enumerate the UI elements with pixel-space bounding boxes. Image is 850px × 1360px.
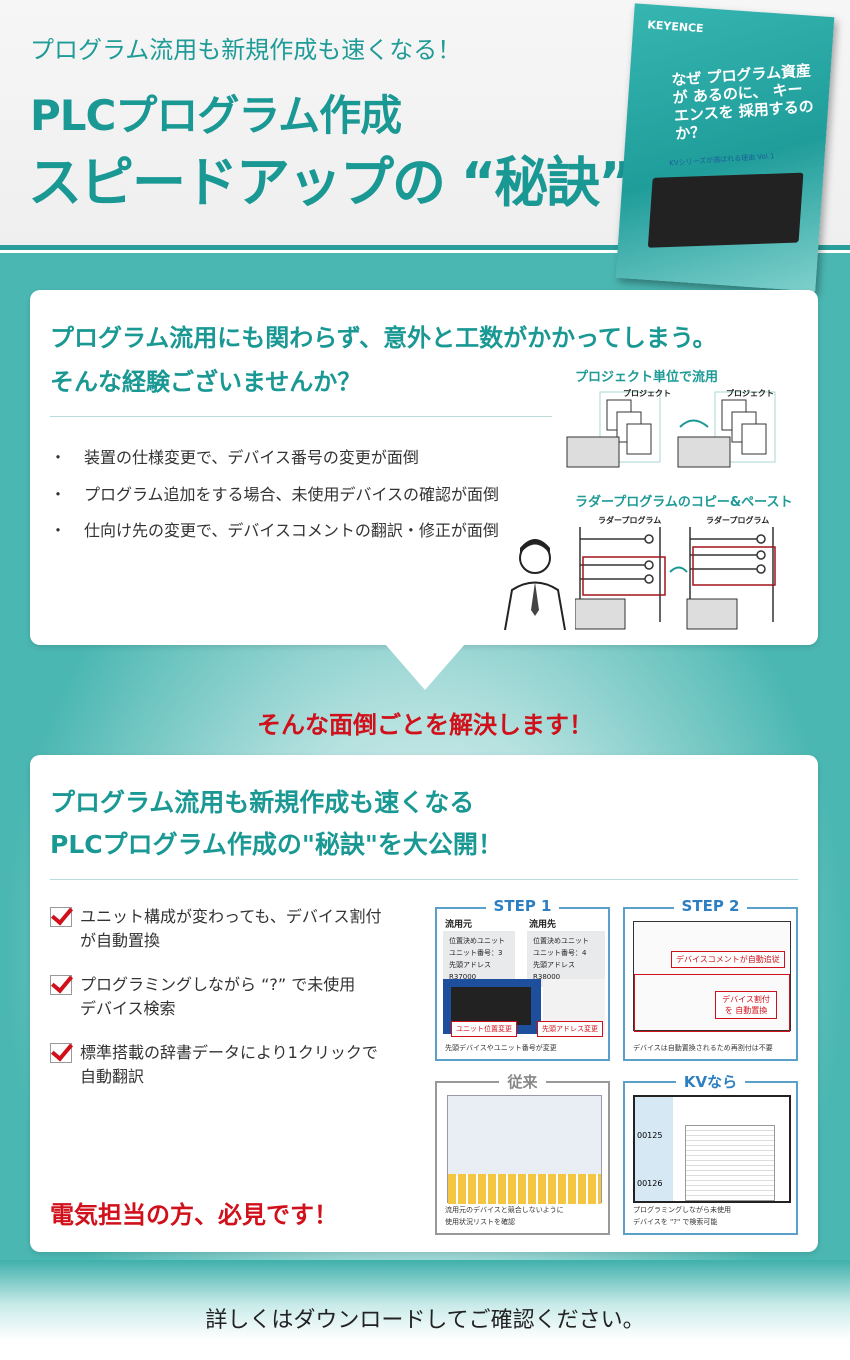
step1-caption: 先頭デバイスやユニット番号が変更 [445,1044,557,1052]
brochure-question: なぜ プログラム資産が あるのに、 キーエンスを 採用するのか？ [670,61,815,143]
check-item: 標準搭載の辞書データにより1クリックで自動翻訳 [50,1041,378,1089]
step2-panel: STEP 2 デバイスコメントが自動追従 デバイス割付を 自動置換 デバイスは自… [623,897,798,1061]
page-title-line2: スピードアップの “秘訣” [28,151,634,214]
red-check-icon [50,907,72,927]
device-search-screenshot: 00125 00126 [633,1095,791,1203]
problem-bullet: ・装置の仕様変更で、デバイス番号の変更が面倒 [50,448,419,467]
solution-heading-line1: プログラム流用も新規作成も速くなる [50,788,475,817]
step2-title: STEP 2 [673,897,748,915]
auto-replace-tag: デバイス割付を 自動置換 [715,991,777,1019]
check-item: プログラミングしながら “?” で未使用デバイス検索 [50,973,355,1021]
brochure-series: KVシリーズが選ばれる理由 Vol.1 [668,152,775,168]
kv-caption: プログラミングしながら未使用デバイスを "?" で検索可能 [633,1206,731,1226]
header-divider [0,245,850,250]
ladder-label: ラダープログラム [598,516,662,525]
ladder-label: ラダープログラム [706,516,770,525]
divider [50,879,798,880]
problem-heading-line1: プログラム流用にも関わらず、意外と工数がかかってしまう。 [50,324,717,352]
row-number: 00126 [637,1179,663,1188]
red-check-icon [50,975,72,995]
plc-product-image [647,172,804,248]
project-reuse-diagram [566,391,776,468]
worried-engineer-illustration [504,539,566,630]
download-prompt[interactable]: 詳しくはダウンロードしてご確認ください。 [205,1308,645,1333]
header-divider-light [0,250,850,253]
comment-follow-tag: デバイスコメントが自動追従 [671,951,785,968]
check-item: ユニット構成が変わっても、デバイス割付が自動置換 [50,905,381,953]
problem-bullet: ・仕向け先の変更で、デバイスコメントの翻訳・修正が面倒 [50,521,499,540]
kv-panel: KVなら 00125 00126 プログラミングしながら未使用デバイスを "?"… [623,1073,798,1235]
card-pointer [385,644,465,690]
start-address-tag: 先頭アドレス変更 [537,1021,603,1037]
must-see-text: 電気担当の方、必見です！ [50,1201,338,1229]
problem-card: プログラム流用にも関わらず、意外と工数がかかってしまう。 そんな経験ございません… [30,290,818,645]
project-label: プロジェクト [726,389,774,398]
divider [50,416,552,417]
conventional-title: 従来 [499,1073,546,1091]
project-label: プロジェクト [623,389,671,398]
solution-heading-line2: PLCプログラム作成の"秘訣"を大公開！ [50,830,503,859]
page-title-line1: PLCプログラム作成 [30,91,402,140]
kv-title: KVなら [675,1073,746,1091]
solution-banner: そんな面倒ごとを解決します！ [257,711,593,739]
brochure-cover-image[interactable]: KEYENCE なぜ プログラム資産が あるのに、 キーエンスを 採用するのか？… [615,3,835,292]
source-label: 流用元 [445,920,473,930]
step2-caption: デバイスは自動置換されるため再割付は不要 [633,1044,773,1052]
unit-position-tag: ユニット位置変更 [451,1021,517,1037]
header-subtitle: プログラム流用も新規作成も速くなる！ [30,36,462,64]
row-number: 00125 [637,1131,663,1140]
conventional-panel: 従来 流用元のデバイスと競合しないように使用状況リストを確認 [435,1073,610,1235]
problem-bullet: ・プログラム追加をする場合、未使用デバイスの確認が面倒 [50,485,500,504]
keyence-logo: KEYENCE [646,18,704,36]
destination-label: 流用先 [529,920,557,930]
solution-card: プログラム流用も新規作成も速くなる PLCプログラム作成の"秘訣"を大公開！ ユ… [30,755,818,1252]
red-check-icon [50,1043,72,1063]
problem-heading-line2: そんな経験ございませんか？ [50,368,362,396]
bottom-fade [0,1260,850,1360]
usage-list-dialog [447,1095,602,1204]
conventional-caption: 流用元のデバイスと競合しないように使用状況リストを確認 [445,1206,564,1226]
diagram1-caption: プロジェクト単位で流用 [575,370,719,385]
ladder-copy-paste-diagram [575,527,776,630]
diagram2-caption: ラダープログラムのコピー&ペースト [575,495,793,510]
step1-title: STEP 1 [485,897,560,915]
